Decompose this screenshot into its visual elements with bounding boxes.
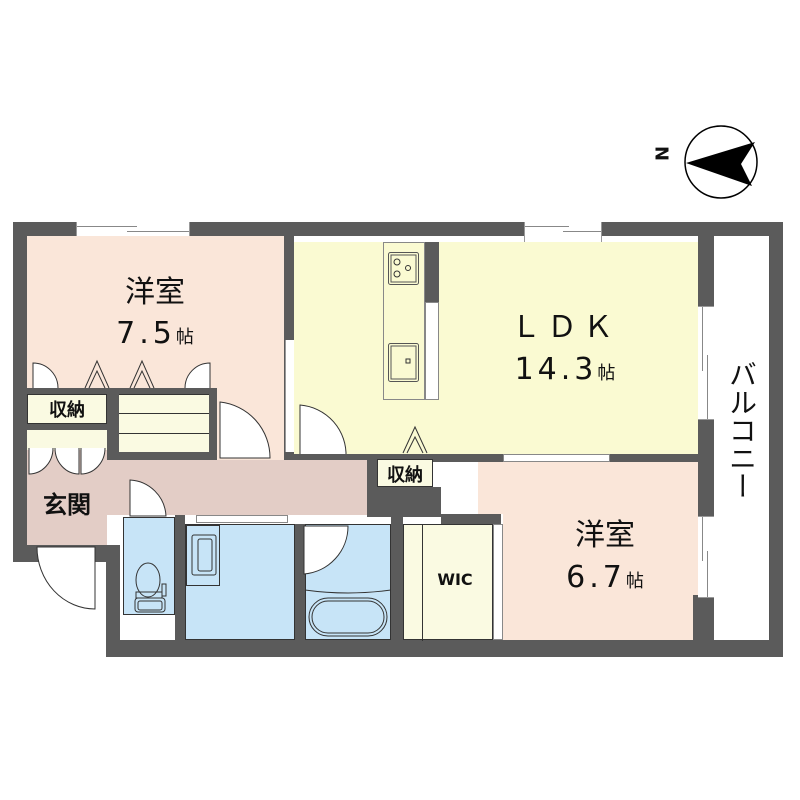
sliding-door: [196, 515, 288, 523]
front-door[interactable]: [35, 545, 97, 615]
western-room-2: [503, 514, 698, 640]
sink-icon: [388, 343, 419, 382]
outer-wall: [13, 222, 27, 562]
wic: [403, 524, 493, 641]
interior-wall: [27, 424, 107, 430]
sliding-door: [503, 454, 610, 462]
outer-wall: [106, 545, 120, 657]
western-room-2-name: 洋室: [575, 518, 635, 553]
storage-1: [27, 394, 107, 424]
interior-wall: [441, 514, 501, 524]
interior-wall: [107, 452, 217, 460]
window: [524, 222, 602, 242]
closet-door-swings: [32, 359, 211, 389]
toilet: [123, 517, 175, 615]
window: [698, 306, 714, 420]
storage-2-door[interactable]: [400, 425, 430, 455]
alcove: [441, 462, 478, 514]
western-room-2-area: 6.7帖: [566, 560, 644, 595]
toilet-door[interactable]: [128, 478, 170, 518]
outer-wall: [770, 222, 783, 657]
compass-north-label: N: [652, 145, 674, 162]
bath-door[interactable]: [300, 524, 352, 578]
interior-wall: [295, 524, 305, 640]
interior-wall: [27, 388, 217, 394]
ldk-name: ＬＤＫ: [511, 310, 619, 345]
kitchen-wall: [425, 242, 439, 302]
closet: [119, 394, 209, 452]
bathtub-icon: [304, 589, 392, 637]
interior-wall: [294, 454, 698, 462]
washbasin-icon: [186, 525, 220, 586]
storage-1-label: 収納: [49, 400, 85, 421]
wic-label: WIC: [437, 570, 473, 589]
outer-wall: [106, 640, 783, 657]
balcony-label: バルコニー: [725, 360, 758, 500]
sliding-door: [493, 524, 503, 640]
ldk: [294, 242, 698, 454]
door-western-room-1[interactable]: [218, 400, 278, 460]
entrance-storage: [27, 430, 107, 450]
interior-wall: [367, 462, 377, 517]
window: [698, 516, 714, 598]
western-room-2: [478, 462, 698, 514]
interior-wall: [377, 487, 441, 517]
ldk-area: 14.3帖: [514, 352, 616, 387]
shoe-cabinet-doors: [28, 447, 106, 475]
window: [76, 222, 190, 236]
compass-arrow-icon: [684, 125, 758, 199]
toilet-icon: [134, 562, 167, 613]
stove-icon: [388, 252, 419, 285]
balcony: [714, 236, 770, 640]
interior-wall: [107, 388, 119, 458]
washroom: [185, 524, 295, 640]
door-ldk[interactable]: [298, 403, 350, 459]
storage-2-label: 収納: [387, 465, 423, 486]
western-room-1-area: 7.5帖: [116, 316, 194, 351]
western-room-1-name: 洋室: [125, 275, 185, 310]
interior-wall: [391, 517, 403, 640]
storage-2: [377, 459, 433, 487]
interior-wall: [693, 595, 698, 640]
interior-wall: [175, 515, 185, 640]
kitchen-partition: [425, 302, 439, 400]
interior-wall: [209, 388, 217, 458]
entrance-label: 玄関: [43, 491, 91, 519]
